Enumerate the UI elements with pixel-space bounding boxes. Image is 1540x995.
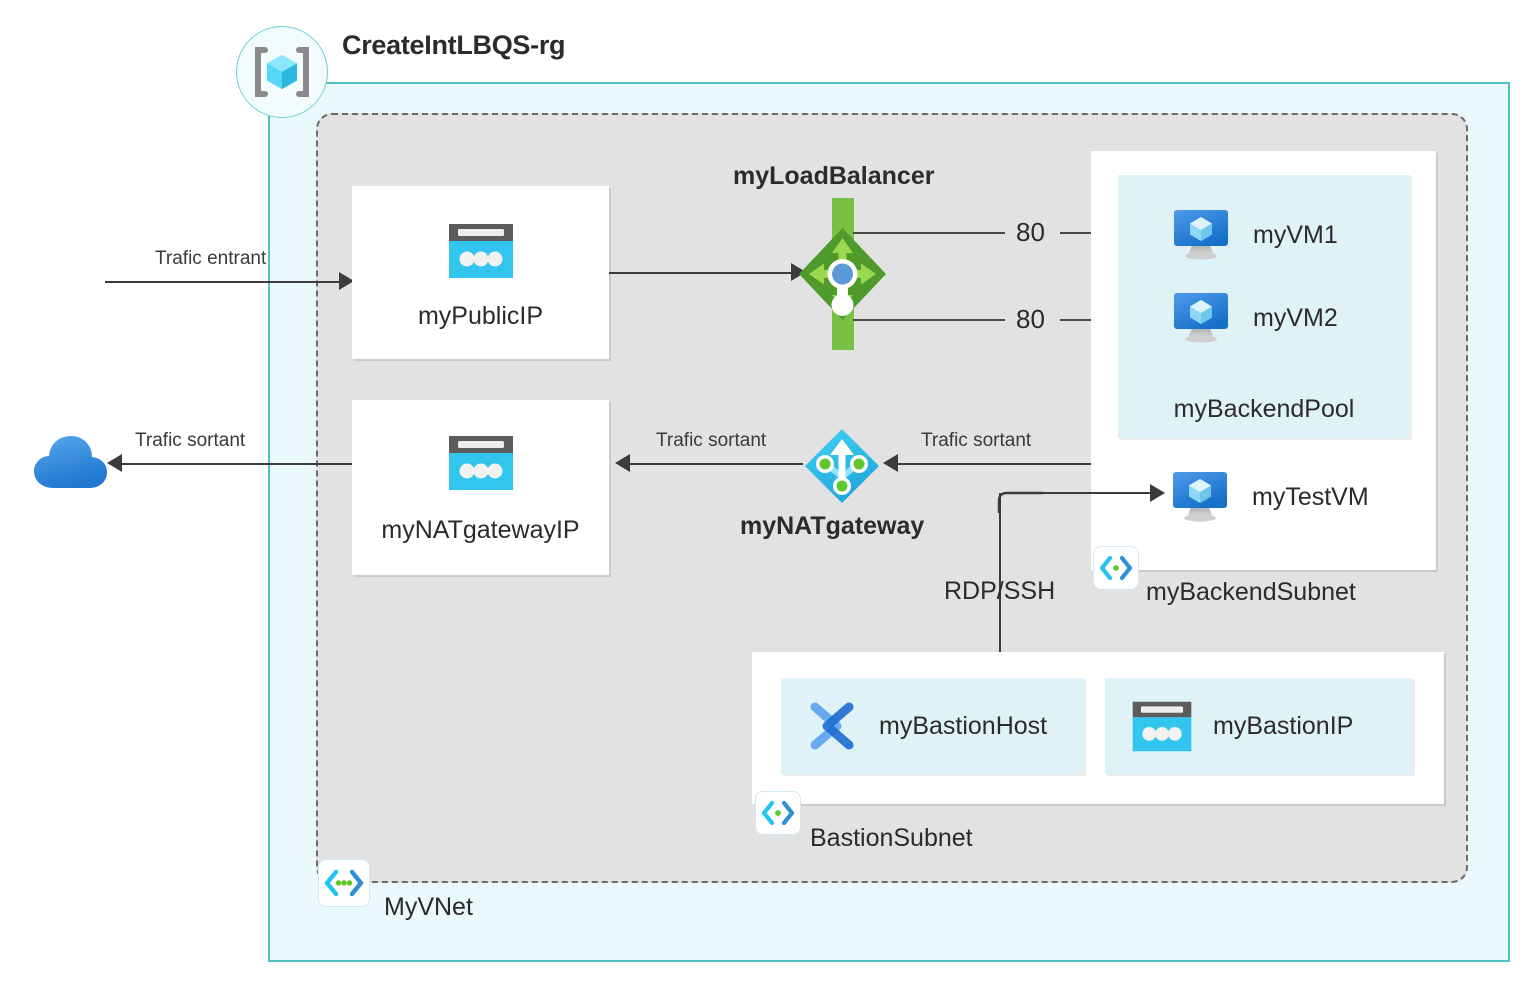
load-balancer-title: myLoadBalancer [733, 162, 935, 190]
public-ip-icon [445, 432, 517, 494]
bastion-ip-label: myBastionIP [1213, 711, 1354, 740]
natgw-to-natip-arrowhead [615, 454, 630, 472]
outbound-traffic-label-right: Trafic sortant [921, 430, 1032, 451]
subnet-to-natgw-arrowhead [883, 454, 898, 472]
virtual-machine-icon [1171, 205, 1231, 265]
bastion-host-label: myBastionHost [879, 711, 1048, 740]
vm-row-1: myVM1 [1171, 205, 1338, 265]
virtual-machine-icon [1171, 288, 1231, 348]
rdp-ssh-label: RDP/SSH [944, 577, 1056, 605]
publicip-to-loadbalancer-line [609, 272, 795, 274]
rdp-ssh-line-horizontal [1035, 492, 1153, 494]
vnet-label: MyVNet [384, 893, 473, 921]
bastion-ip-card: myBastionIP [1105, 678, 1413, 774]
load-balancer-icon [795, 198, 890, 350]
backend-subnet-icon [1093, 546, 1139, 590]
vm2-label: myVM2 [1253, 303, 1338, 332]
test-vm-row: myTestVM [1091, 465, 1436, 535]
public-ip-panel: myPublicIP [352, 186, 609, 359]
inbound-traffic-arrowhead [339, 272, 354, 290]
outbound-traffic-label-left: Trafic sortant [135, 430, 246, 451]
nat-gateway-ip-panel: myNATgatewayIP [352, 400, 609, 575]
outbound-traffic-label-mid: Trafic sortant [656, 430, 767, 451]
backend-subnet-label: myBackendSubnet [1146, 578, 1356, 606]
nat-gateway-title: myNATgateway [740, 512, 925, 540]
lb-to-vm1-line-left [853, 232, 1005, 234]
backend-pool-label: myBackendPool [1173, 395, 1355, 423]
backend-pool-box: myVM1 myVM2 myBackendPool [1118, 175, 1410, 438]
public-ip-icon [1129, 698, 1195, 755]
public-ip-icon [445, 220, 517, 282]
test-vm-label: myTestVM [1252, 482, 1369, 511]
bastion-subnet-label: BastionSubnet [810, 824, 973, 852]
vm1-label: myVM1 [1253, 220, 1338, 249]
rdp-ssh-arrowhead [1150, 484, 1165, 502]
inbound-traffic-line [105, 281, 343, 283]
public-ip-label: myPublicIP [417, 302, 544, 330]
bastion-icon [803, 697, 861, 755]
resource-group-cube-icon [236, 26, 328, 118]
vm1-port-label: 80 [1016, 217, 1045, 247]
nat-gateway-ip-label: myNATgatewayIP [381, 516, 580, 544]
natgw-to-natip-line [630, 463, 803, 465]
bastion-subnet-icon [755, 791, 801, 835]
lb-to-vm2-line-left [853, 319, 1005, 321]
rdp-ssh-corner [997, 491, 1043, 513]
vm-row-2: myVM2 [1171, 288, 1338, 348]
rdp-ssh-line-vertical [999, 493, 1001, 673]
cloud-icon [32, 432, 110, 494]
outbound-traffic-arrowhead-left [107, 454, 122, 472]
nat-gateway-icon [803, 427, 881, 505]
inbound-traffic-label: Trafic entrant [155, 248, 267, 269]
vm2-port-label: 80 [1016, 304, 1045, 334]
resource-group-title: CreateIntLBQS-rg [342, 30, 566, 60]
bastion-host-card: myBastionHost [781, 678, 1084, 774]
virtual-machine-icon [1170, 467, 1230, 527]
subnet-to-natgw-line [898, 463, 1091, 465]
outbound-traffic-line-left [122, 463, 355, 465]
vnet-icon [318, 859, 370, 907]
